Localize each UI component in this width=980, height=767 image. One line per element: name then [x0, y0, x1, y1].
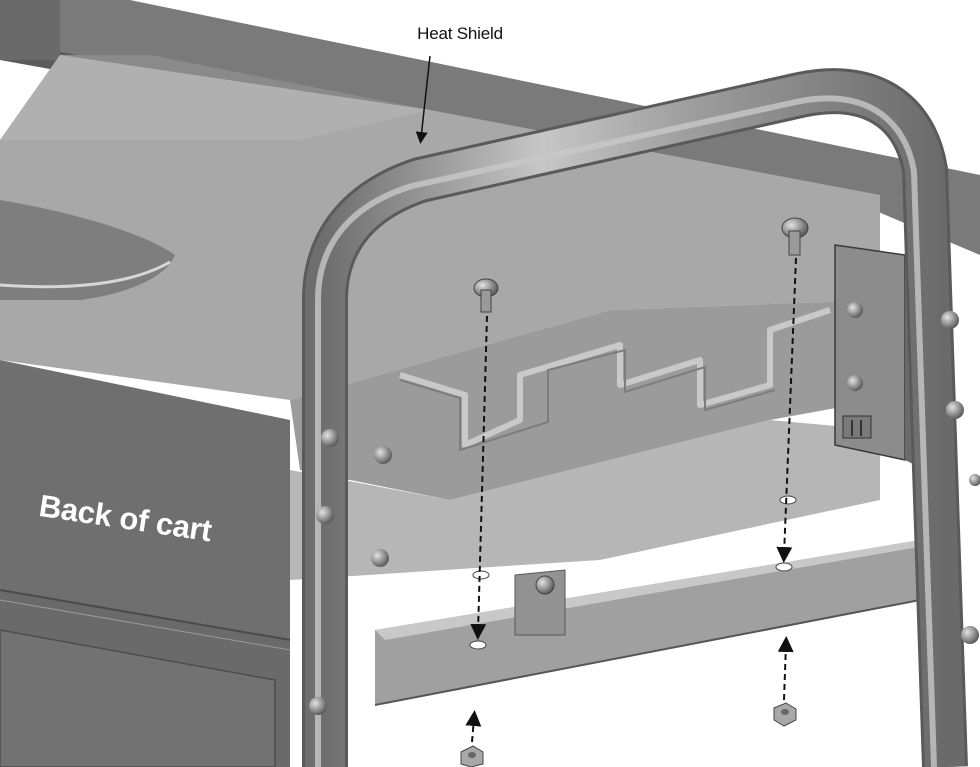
cart-body	[0, 360, 291, 767]
nut-icon	[460, 702, 797, 767]
side-bracket	[834, 244, 915, 465]
cart-handle	[302, 68, 980, 767]
rivet-icon	[473, 217, 809, 313]
installation-arrows	[465, 257, 797, 743]
heat-shield	[0, 55, 930, 706]
heat-shield-leader-line	[415, 55, 431, 144]
bolt-hole-icon	[469, 495, 797, 650]
heat-shield-callout: Heat Shield	[417, 24, 503, 43]
